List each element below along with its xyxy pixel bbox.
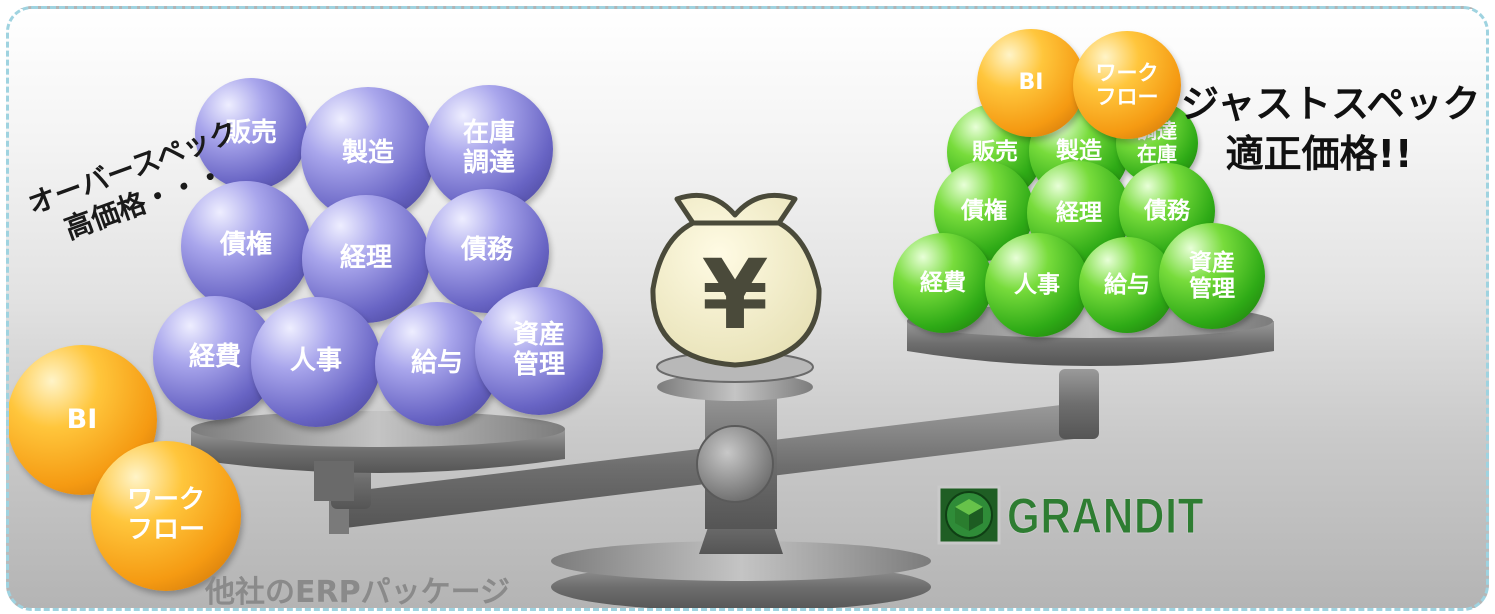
scale-base <box>551 489 931 608</box>
right-caption: ジャストスペック 適正価格!! <box>1181 82 1481 176</box>
grandit-cube-icon <box>937 485 1001 545</box>
right-module-hr: 人事 <box>985 233 1089 337</box>
grandit-logo-text: GRANDIT <box>1007 488 1205 545</box>
balance-scale <box>191 192 1274 608</box>
left-module-sales: 販売 <box>195 78 307 190</box>
right-extra-bi: BI <box>977 29 1085 137</box>
center-post <box>656 351 814 529</box>
grandit-logo: GRANDIT <box>937 483 1223 547</box>
right-module-asset-management: 資産 管理 <box>1159 223 1265 329</box>
right-extra-workflow: ワーク フロー <box>1073 31 1181 139</box>
vendor-label: 他社のERPパッケージ <box>205 575 510 610</box>
left-extra-workflow: ワーク フロー <box>91 441 241 591</box>
money-bag-icon <box>650 192 822 368</box>
yen-symbol: ¥ <box>701 239 769 351</box>
right-module-payroll: 給与 <box>1079 237 1175 333</box>
left-module-inventory-procurement: 在庫 調達 <box>425 85 553 213</box>
diagram-frame: ¥ 販売 製造 在庫 調達 債権 経理 債務 経費 人事 給与 資産 管理 BI… <box>6 6 1489 611</box>
left-module-receivables: 債権 <box>181 181 311 311</box>
left-pan <box>191 411 565 501</box>
left-module-asset-management: 資産 管理 <box>475 287 603 415</box>
left-module-hr: 人事 <box>251 297 381 427</box>
right-module-expenses: 経費 <box>893 233 993 333</box>
